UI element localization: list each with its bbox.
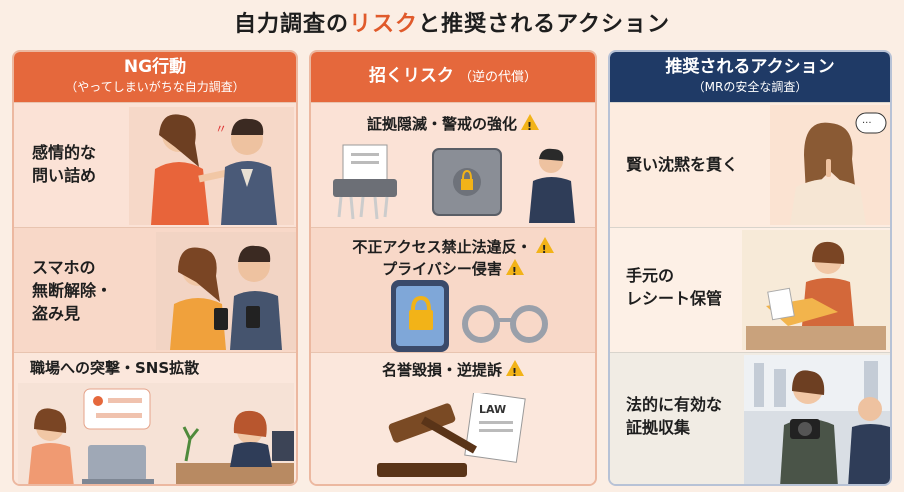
ng-column: NG行動 （やってしまいがちな自力調査） 感情的な 問い詰め 〃 スマホの 無断…: [12, 50, 298, 486]
warning-icon: [521, 114, 539, 138]
recommended-item-evidence: 法的に有効な 証拠収集: [610, 352, 890, 484]
title-part1: 自力調査の: [234, 12, 350, 37]
risk-subheading: （逆の代償）: [459, 70, 538, 85]
risk-item-label: 不正アクセス禁止法違反・ プライバシー侵害: [311, 236, 595, 283]
ng-column-header: NG行動 （やってしまいがちな自力調査）: [14, 52, 296, 102]
arguing-couple-illustration: 〃: [129, 107, 294, 225]
risk-item-line: 名誉毀損・逆提訴: [381, 361, 502, 379]
ng-item-line: 盗み見: [32, 304, 81, 323]
risk-heading: 招くリスク: [368, 66, 454, 86]
warning-icon: [535, 237, 554, 261]
warning-icon: [506, 360, 524, 384]
silent-woman-illustration: ···: [770, 105, 890, 225]
svg-text:〃: 〃: [215, 122, 227, 136]
ng-item-line: スマホの: [32, 258, 96, 277]
ng-item-phone-snooping: スマホの 無断解除・ 盗み見: [14, 227, 296, 352]
risk-item-evidence-destruction: 証拠隠滅・警戒の強化: [311, 102, 595, 227]
risk-column-header: 招くリスク （逆の代償）: [311, 52, 595, 102]
risk-item-unauthorized-access: 不正アクセス禁止法違反・ プライバシー侵害: [311, 227, 595, 352]
warning-icon: [505, 259, 524, 283]
recommended-item-label: 賢い沈黙を貫く: [626, 155, 739, 174]
recommended-item-silence: 賢い沈黙を貫く ···: [610, 102, 890, 227]
page-title: 自力調査のリスクと推奨されるアクション: [0, 6, 904, 40]
title-part2: と推奨されるアクション: [418, 12, 670, 37]
risk-column: 招くリスク （逆の代償） 証拠隠滅・警戒の強化 不正アクセス禁止法違反・ プライ…: [309, 50, 597, 486]
shredder-safe-illustration: [333, 144, 575, 223]
ng-heading: NG行動: [123, 57, 187, 77]
recommended-item-receipts: 手元の レシート保管: [610, 227, 890, 352]
risk-item-line: プライバシー侵害: [382, 260, 502, 278]
investigator-camera-illustration: [744, 355, 890, 484]
ng-item-line: 無断解除・: [32, 281, 113, 300]
recommended-column-header: 推奨されるアクション （MRの安全な調査）: [610, 52, 890, 102]
ng-item-label: 職場への突撃・SNS拡散: [30, 359, 200, 377]
recommended-item-label: 法的に有効な 証拠収集: [626, 393, 722, 439]
risk-item-line: 証拠隠滅・警戒の強化: [366, 115, 517, 133]
ng-item-label: 感情的な 問い詰め: [32, 141, 96, 187]
law-document-label: LAW: [479, 403, 506, 416]
ng-item-label: スマホの 無断解除・ 盗み見: [32, 256, 112, 325]
recommended-item-label: 手元の レシート保管: [626, 264, 722, 310]
svg-text:···: ···: [862, 118, 872, 129]
recommended-column: 推奨されるアクション （MRの安全な調査） 賢い沈黙を貫く ··· 手元の レシ…: [608, 50, 892, 486]
receipt-filing-illustration: [742, 230, 890, 350]
recommended-item-line: 証拠収集: [626, 418, 691, 437]
risk-item-label: 名誉毀損・逆提訴: [311, 359, 595, 384]
recommended-subheading: （MRの安全な調査）: [692, 80, 808, 94]
recommended-item-line: 法的に有効な: [626, 395, 723, 414]
locked-phone-handcuffs-illustration: [391, 280, 548, 352]
phone-snooping-illustration: [156, 232, 296, 350]
ng-item-workplace-sns: 職場への突撃・SNS拡散: [14, 352, 296, 484]
gavel-law-document-illustration: LAW: [377, 393, 526, 477]
recommended-item-line: レシート保管: [626, 289, 723, 308]
workplace-sns-illustration: [18, 383, 294, 484]
ng-subheading: （やってしまいがちな自力調査）: [65, 80, 245, 94]
title-accent: リスク: [349, 12, 419, 37]
risk-item-label: 証拠隠滅・警戒の強化: [311, 113, 595, 138]
risk-item-line: 不正アクセス禁止法違反・: [352, 238, 532, 256]
recommended-heading: 推奨されるアクション: [665, 57, 835, 77]
recommended-item-line: 手元の: [626, 266, 675, 285]
ng-item-line: 感情的な: [32, 143, 97, 162]
ng-item-line: 問い詰め: [32, 166, 97, 185]
risk-item-defamation: 名誉毀損・逆提訴 LAW: [311, 352, 595, 484]
ng-item-confrontation: 感情的な 問い詰め 〃: [14, 102, 296, 227]
